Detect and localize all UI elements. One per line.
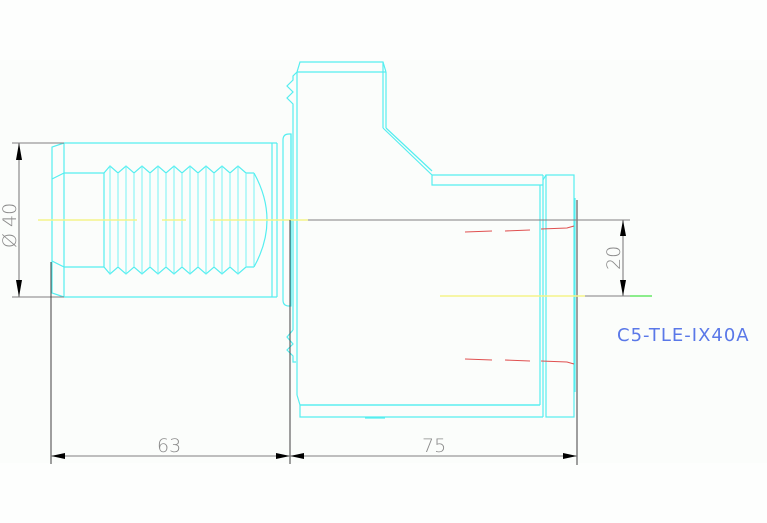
offset-dimension-text: 20: [603, 246, 625, 270]
end-plate: [542, 174, 578, 465]
dimension-offset: 20: [580, 219, 630, 296]
diameter-dimension-text: Ø 40: [0, 203, 21, 248]
length-left-text: 63: [157, 435, 181, 457]
tool-holder-body: [286, 61, 544, 419]
dimension-lengths: 63 75: [50, 220, 577, 464]
dimension-diameter: Ø 40: [0, 142, 64, 298]
hidden-lines: [464, 225, 575, 365]
centerlines: [38, 219, 652, 297]
part-number-label: C5-TLE-IX40A: [617, 325, 750, 346]
length-right-text: 75: [422, 435, 446, 457]
